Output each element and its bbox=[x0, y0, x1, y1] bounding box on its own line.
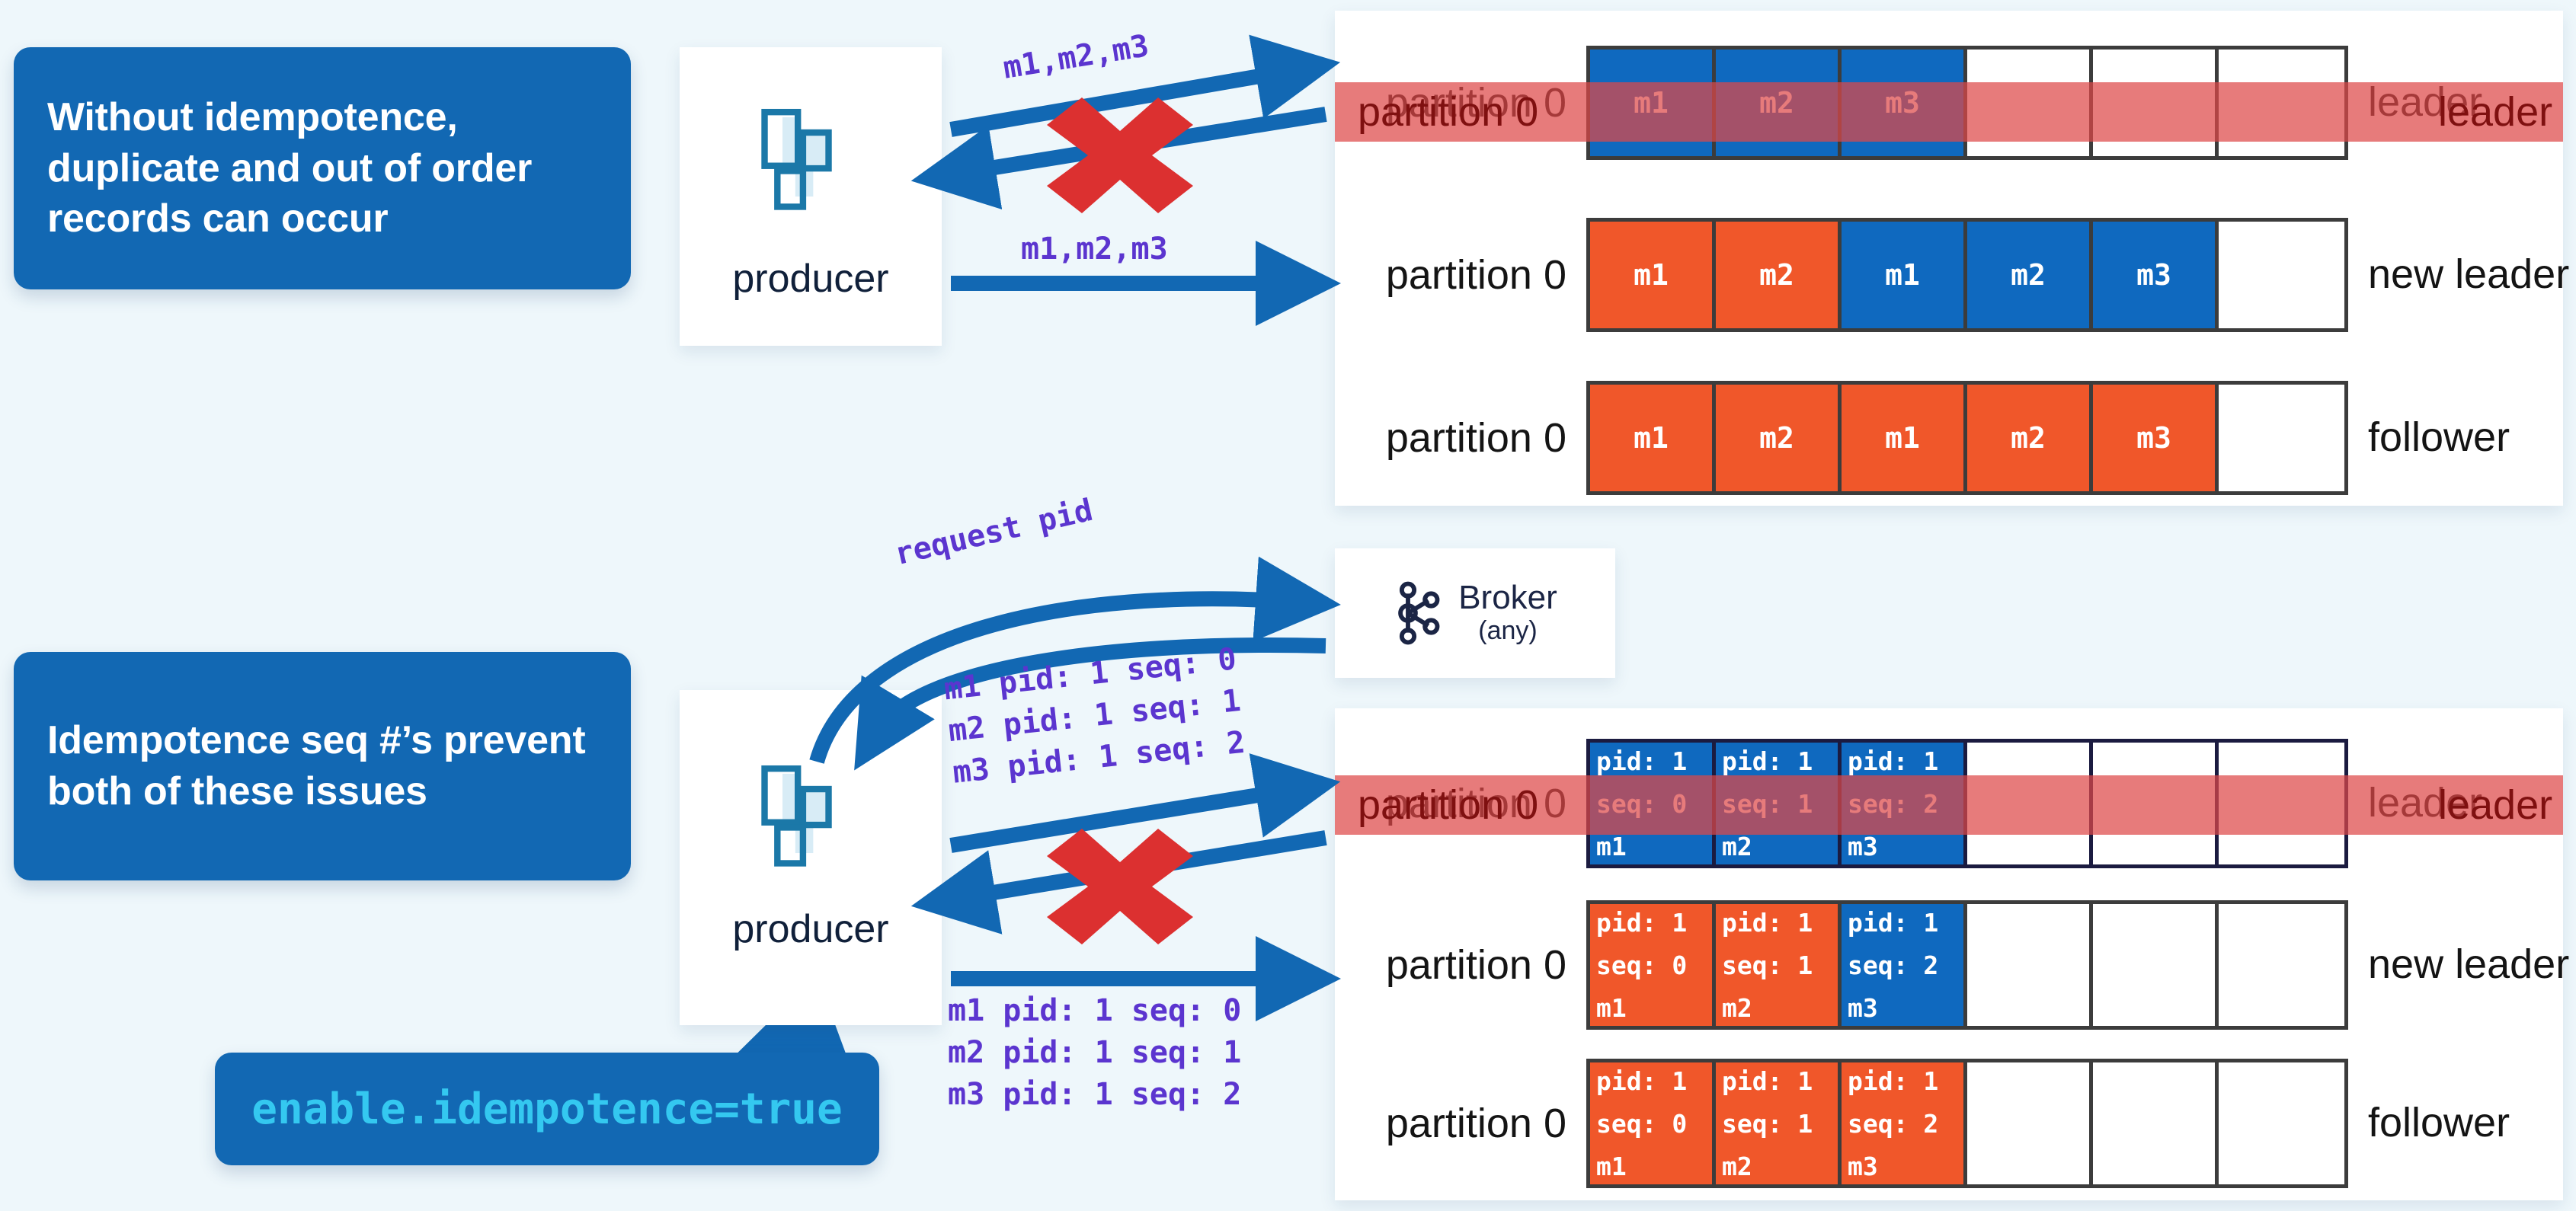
log-cell: m3 bbox=[2093, 385, 2219, 491]
log-cell-empty bbox=[2093, 904, 2219, 1026]
arrow-producer-to-leader bbox=[949, 34, 1341, 137]
callout-with-idempotence: Idempotence seq #’s prevent both of thes… bbox=[14, 652, 631, 880]
arrow-producer-to-leader-idem bbox=[949, 753, 1341, 853]
log-cell-label: m2 bbox=[2011, 258, 2046, 292]
cell-seq: seq: 1 bbox=[1722, 951, 1813, 981]
kafka-broker-icon bbox=[1398, 581, 1440, 645]
partition-log: pid: 1 seq: 0 m1 pid: 1 seq: 1 m2 pid: 1… bbox=[1586, 1059, 2348, 1188]
cell-seq: seq: 0 bbox=[1596, 951, 1688, 981]
partition-log: m1 m2 m1 m2 m3 bbox=[1586, 218, 2348, 332]
arrow-label-top-retry: m1,m2,m3 bbox=[1021, 232, 1168, 267]
producer-card-top: producer bbox=[680, 47, 942, 346]
log-cell-empty bbox=[2219, 222, 2344, 328]
cell-pid: pid: 1 bbox=[1596, 908, 1688, 938]
partition-role: new leader bbox=[2368, 941, 2570, 988]
cell-seq: seq: 0 bbox=[1596, 1109, 1688, 1139]
cell-pid: pid: 1 bbox=[1722, 908, 1813, 938]
producer-label: producer bbox=[732, 907, 889, 951]
cell-msg: m1 bbox=[1596, 993, 1627, 1024]
partition-label: partition 0 bbox=[1385, 1101, 1566, 1146]
log-cell: pid: 1 seq: 2 m3 bbox=[1842, 904, 1967, 1026]
cell-msg: m3 bbox=[1848, 1152, 1878, 1182]
log-cell: m2 bbox=[1716, 222, 1842, 328]
producer-squares-icon bbox=[761, 765, 832, 867]
x-mark-bottom bbox=[1047, 829, 1193, 944]
config-bubble: enable.idempotence=true bbox=[215, 1053, 879, 1165]
arrow-label-bottom-retry: m1 pid: 1 seq: 0 m2 pid: 1 seq: 1 m3 pid… bbox=[948, 993, 1242, 1113]
callout-without-idempotence: Without idempotence, duplicate and out o… bbox=[14, 47, 631, 289]
partition-log: pid: 1 seq: 0 m1 pid: 1 seq: 1 m2 pid: 1… bbox=[1586, 900, 2348, 1030]
cell-pid: pid: 1 bbox=[1848, 908, 1939, 938]
log-cell-label: m2 bbox=[2011, 421, 2046, 455]
cell-pid: pid: 1 bbox=[1848, 746, 1939, 776]
log-cell: pid: 1 seq: 0 m1 bbox=[1590, 904, 1716, 1026]
log-cell: m1 bbox=[1842, 222, 1967, 328]
log-cell-label: m2 bbox=[1759, 258, 1794, 292]
log-cell-empty bbox=[1967, 1062, 2093, 1184]
partition-row: partition 0 m1 m2 m1 m2 m3 new leader bbox=[1335, 218, 2569, 332]
log-cell-label: m1 bbox=[1634, 421, 1669, 455]
partition-label: partition 0 bbox=[1385, 415, 1566, 461]
cell-msg: m3 bbox=[1848, 993, 1878, 1024]
cell-msg: m1 bbox=[1596, 832, 1627, 862]
cell-pid: pid: 1 bbox=[1596, 1066, 1688, 1096]
log-cell-empty bbox=[1967, 904, 2093, 1026]
log-cell-label: m3 bbox=[2136, 258, 2171, 292]
log-cell: m1 bbox=[1590, 222, 1716, 328]
cell-pid: pid: 1 bbox=[1722, 1066, 1813, 1096]
log-cell-empty bbox=[2219, 904, 2344, 1026]
cell-msg: m3 bbox=[1848, 832, 1878, 862]
broker-card: Broker (any) bbox=[1335, 548, 1615, 678]
log-cell-empty bbox=[2093, 1062, 2219, 1184]
log-cell: m3 bbox=[2093, 222, 2219, 328]
cell-msg: m2 bbox=[1722, 993, 1752, 1024]
broker-sub: (any) bbox=[1478, 615, 1538, 645]
partition-row: partition 0 pid: 1 seq: 0 m1 pid: 1 seq:… bbox=[1335, 900, 2569, 1030]
cell-msg: m2 bbox=[1722, 832, 1752, 862]
log-cell: pid: 1 seq: 2 m3 bbox=[1842, 1062, 1967, 1184]
cell-msg: m1 bbox=[1596, 1152, 1627, 1182]
log-cell-label: m3 bbox=[2136, 421, 2171, 455]
x-mark-top bbox=[1047, 97, 1193, 213]
partition-label: partition 0 bbox=[1385, 942, 1566, 988]
broker-name: Broker bbox=[1458, 579, 1557, 617]
log-cell: m1 bbox=[1590, 385, 1716, 491]
partition-log: m1 m2 m1 m2 m3 bbox=[1586, 381, 2348, 495]
cell-seq: seq: 2 bbox=[1848, 1109, 1939, 1139]
arrow-request-pid bbox=[809, 556, 1341, 764]
arrow-pid-response bbox=[854, 637, 1326, 771]
log-cell: pid: 1 seq: 0 m1 bbox=[1590, 1062, 1716, 1184]
partition-label: partition 0 bbox=[1385, 252, 1566, 298]
broker-text: Broker (any) bbox=[1458, 580, 1557, 645]
cell-pid: pid: 1 bbox=[1596, 746, 1688, 776]
partition-role: follower bbox=[2368, 414, 2510, 461]
log-cell-empty bbox=[2219, 385, 2344, 491]
log-cell: m2 bbox=[1967, 385, 2093, 491]
log-cell-label: m1 bbox=[1885, 421, 1920, 455]
log-cell-empty bbox=[2219, 1062, 2344, 1184]
producer-label: producer bbox=[732, 257, 889, 301]
log-cell: m2 bbox=[1967, 222, 2093, 328]
producer-squares-icon bbox=[761, 108, 832, 210]
log-cell: m1 bbox=[1842, 385, 1967, 491]
log-cell: m2 bbox=[1716, 385, 1842, 491]
cell-seq: seq: 1 bbox=[1722, 1109, 1813, 1139]
log-cell-label: m1 bbox=[1634, 258, 1669, 292]
partition-row: partition 0 pid: 1 seq: 0 m1 pid: 1 seq:… bbox=[1335, 1059, 2510, 1188]
config-text: enable.idempotence=true bbox=[251, 1084, 843, 1134]
log-cell-label: m2 bbox=[1759, 421, 1794, 455]
partition-role: new leader bbox=[2368, 251, 2570, 298]
partition-row: partition 0 m1 m2 m1 m2 m3 follower bbox=[1335, 381, 2510, 495]
cell-msg: m2 bbox=[1722, 1152, 1752, 1182]
partition-role: follower bbox=[2368, 1100, 2510, 1146]
cell-pid: pid: 1 bbox=[1848, 1066, 1939, 1096]
cell-pid: pid: 1 bbox=[1722, 746, 1813, 776]
log-cell-label: m1 bbox=[1885, 258, 1920, 292]
callout-text: Without idempotence, duplicate and out o… bbox=[47, 95, 533, 241]
log-cell: pid: 1 seq: 1 m2 bbox=[1716, 1062, 1842, 1184]
callout-text: Idempotence seq #’s prevent both of thes… bbox=[47, 718, 586, 813]
log-cell: pid: 1 seq: 1 m2 bbox=[1716, 904, 1842, 1026]
cell-seq: seq: 2 bbox=[1848, 951, 1939, 981]
